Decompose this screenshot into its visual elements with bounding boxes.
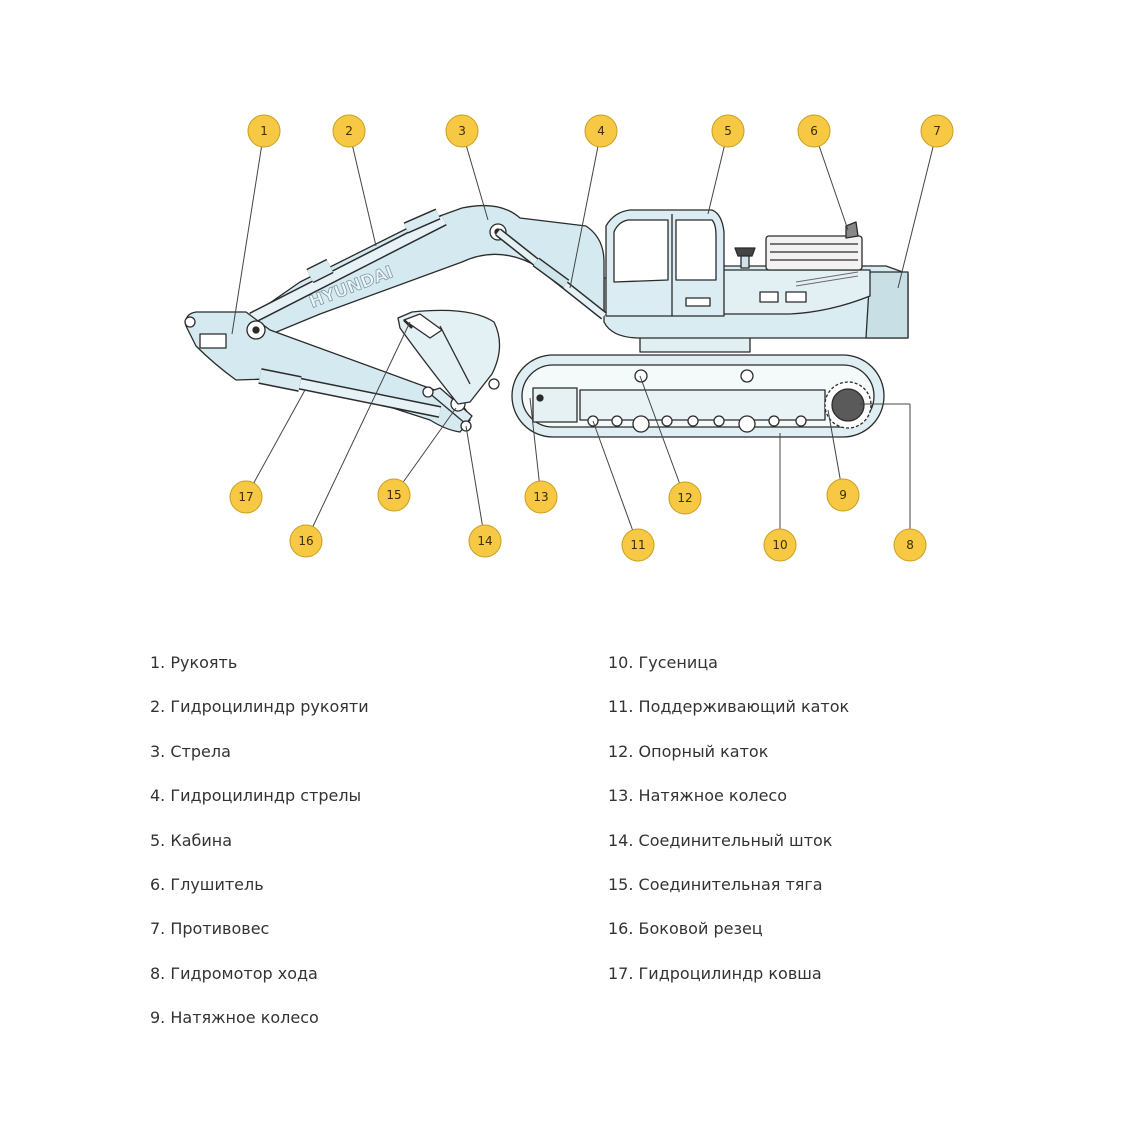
svg-text:1: 1 — [260, 124, 268, 138]
callout-13: 13 — [524, 480, 558, 514]
excavator-diagram: HYUNDAI — [184, 114, 954, 562]
callout-1: 1 — [247, 114, 281, 148]
engine-grille — [765, 235, 863, 271]
legend-item-14: 14. Соединительный шток — [608, 830, 833, 850]
track-assembly — [511, 354, 885, 438]
arm-cylinder — [249, 208, 447, 324]
callout-17: 17 — [229, 480, 263, 514]
legend-item-6: 6. Глушитель — [150, 874, 264, 894]
svg-text:17: 17 — [238, 490, 253, 504]
callout-14: 14 — [468, 524, 502, 558]
svg-text:6: 6 — [810, 124, 818, 138]
boom-cylinder — [495, 228, 607, 320]
callout-11: 11 — [621, 528, 655, 562]
excavator-illustration: HYUNDAI — [184, 204, 909, 438]
legend-column-left: 1. Рукоять 2. Гидроцилиндр рукояти 3. Ст… — [150, 648, 369, 1048]
callout-7: 7 — [920, 114, 954, 148]
callout-9: 9 — [826, 478, 860, 512]
callout-4: 4 — [584, 114, 618, 148]
legend-item-2: 2. Гидроцилиндр рукояти — [150, 697, 369, 717]
legend-item-8: 8. Гидромотор хода — [150, 963, 318, 983]
callout-12: 12 — [668, 481, 702, 515]
callout-10: 10 — [763, 528, 797, 562]
svg-text:11: 11 — [630, 538, 645, 552]
legend-item-12: 12. Опорный каток — [608, 741, 769, 761]
legend-item-11: 11. Поддерживающий каток — [608, 697, 850, 717]
svg-text:5: 5 — [724, 124, 732, 138]
legend-column-right: 10. Гусеница 11. Поддерживающий каток 12… — [608, 648, 849, 1003]
legend-item-5: 5. Кабина — [150, 830, 233, 850]
callout-markers: 1 2 3 4 5 6 7 8 — [229, 114, 954, 562]
svg-text:3: 3 — [458, 124, 466, 138]
bucket-linkage — [422, 386, 473, 432]
muffler — [845, 221, 859, 239]
stripe-decal — [795, 271, 859, 287]
svg-text:12: 12 — [677, 491, 692, 505]
cabin — [605, 209, 725, 317]
bucket — [397, 309, 501, 405]
svg-text:7: 7 — [933, 124, 941, 138]
svg-text:15: 15 — [386, 488, 401, 502]
bucket-cylinder — [258, 368, 442, 418]
legend-item-1: 1. Рукоять — [150, 653, 238, 672]
svg-text:10: 10 — [772, 538, 787, 552]
svg-text:8: 8 — [906, 538, 914, 552]
svg-text:9: 9 — [839, 488, 847, 502]
track-rollers — [587, 369, 807, 433]
legend-item-10: 10. Гусеница — [608, 653, 718, 672]
legend-item-7: 7. Противовес — [150, 919, 270, 939]
svg-text:13: 13 — [533, 490, 548, 504]
svg-text:4: 4 — [597, 124, 605, 138]
svg-text:16: 16 — [298, 534, 313, 548]
callout-15: 15 — [377, 478, 411, 512]
svg-text:14: 14 — [477, 534, 492, 548]
legend-item-13: 13. Натяжное колесо — [608, 786, 788, 806]
callout-3: 3 — [445, 114, 479, 148]
legend-item-17: 17. Гидроцилиндр ковша — [608, 963, 822, 983]
legend-item-4: 4. Гидроцилиндр стрелы — [150, 786, 362, 806]
callout-6: 6 — [797, 114, 831, 148]
legend-item-3: 3. Стрела — [150, 741, 231, 761]
svg-text:2: 2 — [345, 124, 353, 138]
callout-8: 8 — [893, 528, 927, 562]
callout-16: 16 — [289, 524, 323, 558]
callout-5: 5 — [711, 114, 745, 148]
legend-item-15: 15. Соединительная тяга — [608, 874, 823, 894]
callout-2: 2 — [332, 114, 366, 148]
legend-item-16: 16. Боковой резец — [608, 919, 763, 939]
legend-item-9: 9. Натяжное колесо — [150, 1008, 319, 1028]
